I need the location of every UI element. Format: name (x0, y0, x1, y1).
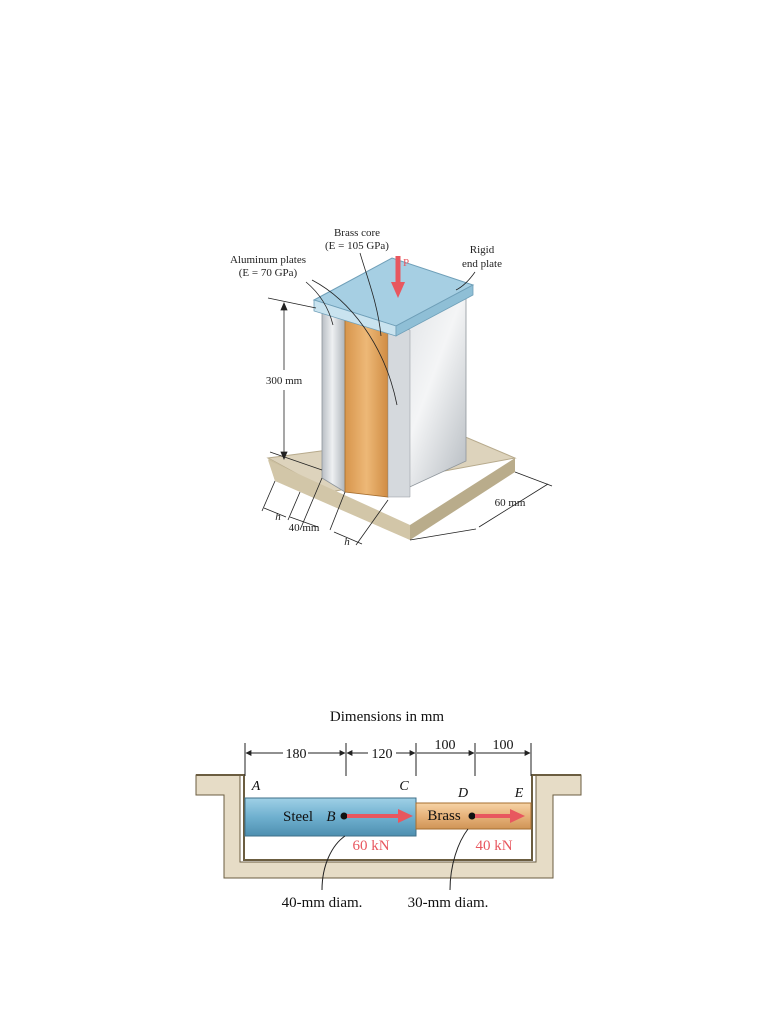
end-plate-label: end plate (462, 258, 502, 270)
h-left-label: h (275, 511, 281, 523)
dim-120: 120 (372, 747, 393, 762)
rigid-end-plate (312, 257, 475, 337)
point-C: C (399, 779, 409, 794)
point-D-dot (468, 812, 476, 820)
depth-label: 60 mm (495, 497, 526, 509)
point-B: B (326, 809, 335, 825)
load-arrow-B (347, 809, 413, 823)
figure-axial-rod: Dimensions in mm 180 120 100 100 A C (195, 709, 582, 911)
brass-core (344, 316, 389, 498)
load-label-P: P (403, 257, 409, 269)
load-arrow-P (391, 256, 405, 298)
point-E: E (514, 786, 524, 801)
brass-core-modulus: (E = 105 GPa) (325, 240, 389, 252)
rigid-label: Rigid (470, 244, 495, 256)
point-A: A (251, 779, 261, 794)
dimension-300mm (267, 297, 323, 471)
leader-lines (305, 252, 476, 406)
aluminum-plate-left (321, 311, 346, 493)
figure-composite-column: P Brass core (E = 105 GPa) Aluminum plat… (230, 227, 553, 548)
steel-label: Steel (283, 809, 313, 825)
dimension-base (261, 471, 553, 546)
aluminum-plates-modulus: (E = 70 GPa) (239, 267, 298, 279)
point-B-dot (340, 812, 348, 820)
point-D: D (457, 786, 468, 801)
load-B-label: 60 kN (352, 838, 389, 854)
aluminum-plate-right (387, 324, 411, 498)
load-arrow-D (475, 809, 525, 823)
dim-100-de: 100 (493, 738, 514, 753)
brass-core-label: Brass core (334, 227, 380, 239)
dimension-line (244, 743, 532, 776)
figure2-title: Dimensions in mm (330, 709, 445, 725)
h-right-label: h (344, 536, 350, 548)
brass-label: Brass (427, 808, 460, 824)
core-width-label: 40 mm (289, 522, 320, 534)
brass-diameter-label: 30-mm diam. (408, 895, 489, 911)
height-label: 300 mm (266, 375, 303, 387)
steel-diameter-label: 40-mm diam. (282, 895, 363, 911)
diameter-leaders (321, 828, 469, 891)
dim-180: 180 (286, 747, 307, 762)
aluminum-plates-label: Aluminum plates (230, 254, 306, 266)
dim-100-cd: 100 (435, 738, 456, 753)
support-walls (195, 774, 582, 879)
load-D-label: 40 kN (475, 838, 512, 854)
